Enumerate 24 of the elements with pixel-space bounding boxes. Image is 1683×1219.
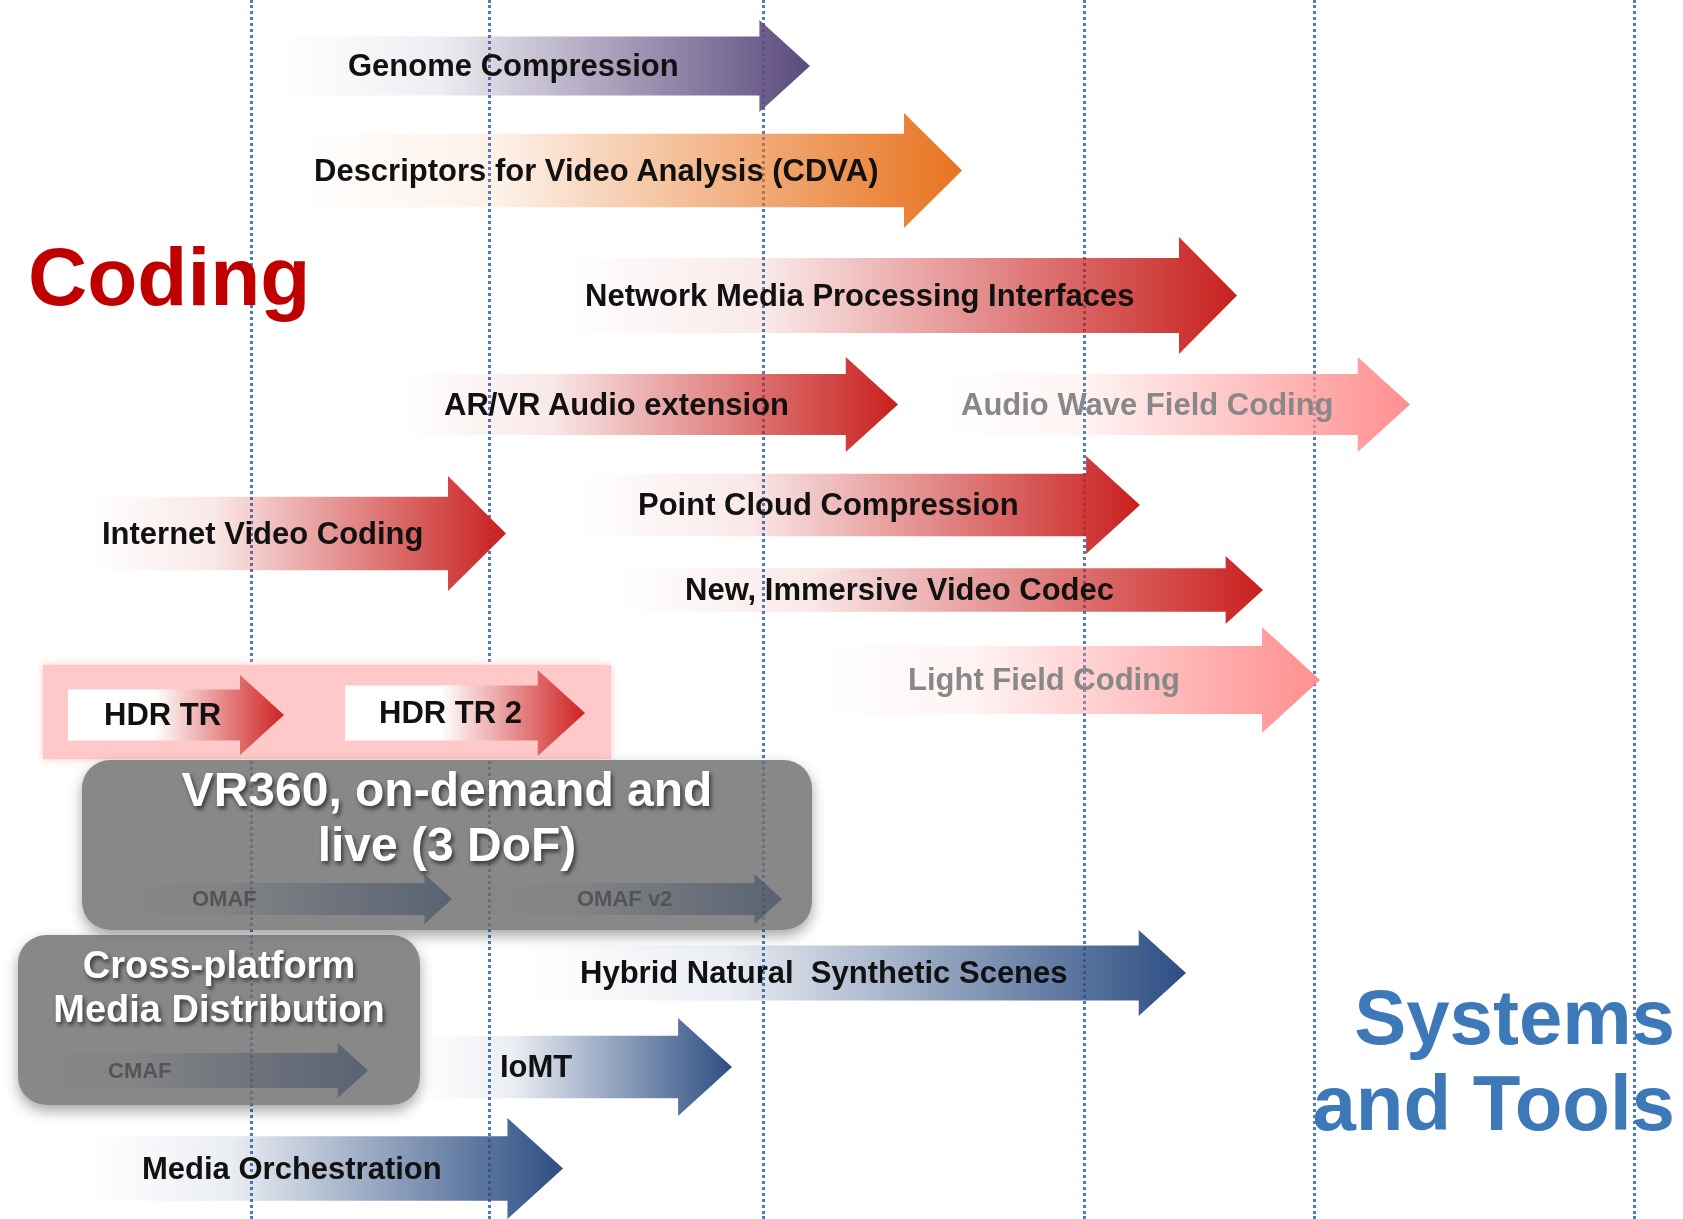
bar-label: Genome Compression: [348, 47, 679, 85]
bar-label: Point Cloud Compression: [638, 486, 1019, 524]
bar-label: Hybrid Natural Synthetic Scenes: [580, 954, 1068, 992]
bar-label: Media Orchestration: [142, 1149, 442, 1188]
bar-label: HDR TR: [104, 696, 222, 734]
bar-label: Descriptors for Video Analysis (CDVA): [314, 151, 879, 190]
overlay-panel: [82, 760, 812, 930]
timeline-bar: [68, 675, 284, 755]
section-heading: Coding: [28, 232, 311, 323]
bar-label: Light Field Coding: [908, 661, 1181, 699]
bar-label: AR/VR Audio extension: [444, 385, 790, 424]
band-background: [43, 665, 611, 759]
timeline-bar: [345, 670, 585, 756]
bar-label: Internet Video Coding: [102, 514, 424, 553]
overlay-panel: [18, 935, 420, 1105]
bar-label: Network Media Processing Interfaces: [585, 276, 1135, 315]
bar-label: IoMT: [500, 1048, 573, 1086]
bar-label: Audio Wave Field Coding: [961, 385, 1334, 424]
panel-title: VR360, on-demand and live (3 DoF): [180, 761, 714, 873]
bar-label: New, Immersive Video Codec: [685, 571, 1114, 609]
panel-title: Cross-platform Media Distribution: [52, 943, 386, 1032]
timeline-bar: [88, 1118, 563, 1219]
bar-label: HDR TR 2: [379, 694, 522, 732]
section-heading: Systems and Tools: [1311, 975, 1675, 1147]
